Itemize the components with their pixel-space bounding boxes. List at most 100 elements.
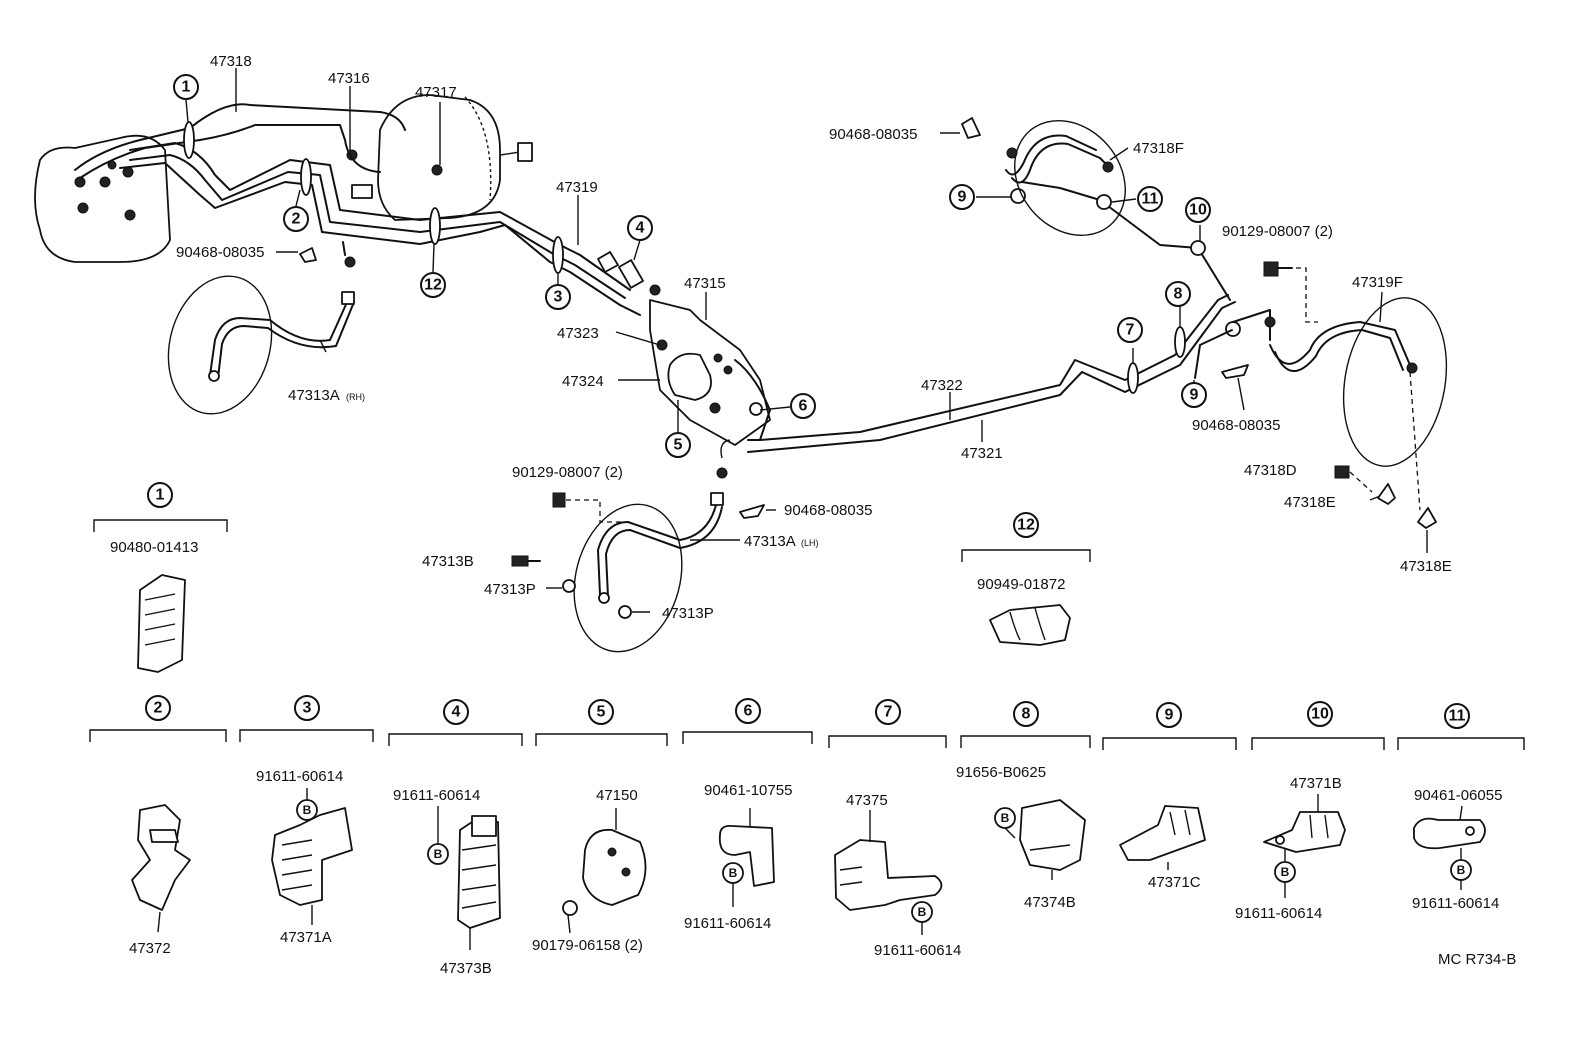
svg-text:1: 1 <box>156 487 165 504</box>
part-labels-groups: 90480-01413 90949-01872 47372 91611-6061… <box>110 539 1502 977</box>
svg-text:8: 8 <box>1022 706 1031 723</box>
label-47319F: 47319F <box>1352 274 1403 291</box>
label-90129-b: 90129-08007 (2) <box>512 464 623 481</box>
callout-10-main: 10 <box>1185 197 1211 223</box>
svg-text:10: 10 <box>1189 202 1207 219</box>
callout-9-main-a: 9 <box>949 184 975 210</box>
callout-3-group: 3 <box>294 695 320 721</box>
svg-text:B: B <box>303 803 312 817</box>
label-47323: 47323 <box>557 325 599 342</box>
label-g2-part: 47372 <box>129 940 171 957</box>
callout-5-group: 5 <box>588 699 614 725</box>
label-g3-bolt: 91611-60614 <box>256 768 343 785</box>
callout-3-main: 3 <box>545 284 571 310</box>
callout-11-main: 11 <box>1137 186 1163 212</box>
svg-text:9: 9 <box>1165 707 1174 724</box>
label-90468-c: 90468-08035 <box>1192 417 1280 434</box>
label-47313P-b: 47313P <box>662 605 714 622</box>
label-g9-part: 47371C <box>1148 874 1201 891</box>
bolt-mark-g8: B <box>994 807 1016 829</box>
rear-brake-lines <box>747 181 1271 453</box>
callout-4-main: 4 <box>627 215 653 241</box>
clamp-47374B-drawing <box>1019 799 1086 871</box>
label-47313A-rh: 47313A <box>288 387 340 404</box>
part-labels-main: 47318 47316 47317 90468-08035 47313A (RH… <box>176 53 1452 622</box>
brake-booster <box>346 94 533 221</box>
bolt-mark-g11: B <box>1450 859 1472 881</box>
svg-text:4: 4 <box>636 220 645 237</box>
label-47317: 47317 <box>415 84 457 101</box>
label-g1-part: 90480-01413 <box>110 539 198 556</box>
svg-text:3: 3 <box>554 289 563 306</box>
callout-1-group: 1 <box>147 482 173 508</box>
label-g7-bolt: 91611-60614 <box>874 942 961 959</box>
clamp-47371A-drawing <box>271 807 353 906</box>
callout-6-main: 6 <box>790 393 816 419</box>
bolt-mark-g10: B <box>1274 861 1296 883</box>
label-47313A-lh-suffix: (LH) <box>801 538 819 548</box>
bracket-47372-drawing <box>131 804 191 911</box>
label-g11-part: 90461-06055 <box>1414 787 1502 804</box>
svg-text:11: 11 <box>1142 191 1159 208</box>
callout-4-group: 4 <box>443 699 469 725</box>
svg-text:B: B <box>918 905 927 919</box>
label-47322: 47322 <box>921 377 963 394</box>
callout-circles: 1 2 12 3 4 5 6 7 8 9 9 10 11 1 12 2 3 4 … <box>145 74 1470 729</box>
bolt-mark-g3: B <box>296 799 318 821</box>
front-brake-lines <box>74 103 644 316</box>
label-g10-bolt: 91611-60614 <box>1235 905 1322 922</box>
callout-9-group: 9 <box>1156 702 1182 728</box>
bolt-mark-g6: B <box>722 862 744 884</box>
clamp-47371C-drawing <box>1119 805 1206 861</box>
clip-90480-01413-drawing <box>137 574 186 673</box>
label-47316: 47316 <box>328 70 370 87</box>
callout-2-group: 2 <box>145 695 171 721</box>
label-47321: 47321 <box>961 445 1003 462</box>
svg-text:B: B <box>1281 865 1290 879</box>
bolt-mark-leaders <box>157 788 1463 950</box>
label-47315: 47315 <box>684 275 726 292</box>
label-47318F: 47318F <box>1133 140 1184 157</box>
front-hose-rh <box>167 247 355 415</box>
svg-text:2: 2 <box>154 700 163 717</box>
leader-lines <box>185 68 1428 613</box>
label-g3-part: 47371A <box>280 929 332 946</box>
clamp-90949-01872-drawing <box>989 604 1071 646</box>
label-47313A-lh: 47313A <box>744 533 796 550</box>
svg-text:10: 10 <box>1311 706 1329 723</box>
callout-7-main: 7 <box>1117 317 1143 343</box>
svg-text:5: 5 <box>597 704 606 721</box>
svg-text:3: 3 <box>303 700 312 717</box>
svg-text:8: 8 <box>1174 286 1183 303</box>
group-brackets <box>89 519 1525 750</box>
svg-text:6: 6 <box>799 398 808 415</box>
label-g6-part: 90461-10755 <box>704 782 792 799</box>
label-g5-bolt: 90179-06158 (2) <box>532 937 643 954</box>
label-47318D: 47318D <box>1244 462 1297 479</box>
callout-5-main: 5 <box>665 432 691 458</box>
callout-2-main: 2 <box>283 206 309 232</box>
clamp-90461-06055-drawing <box>1413 817 1486 850</box>
label-90468-d: 90468-08035 <box>784 502 872 519</box>
callout-11-group: 11 <box>1444 703 1470 729</box>
rear-hose-right <box>1221 261 1448 529</box>
callout-9-main-b: 9 <box>1181 382 1207 408</box>
label-g8-bolt: 91656-B0625 <box>956 764 1046 781</box>
callout-10-group: 10 <box>1307 701 1333 727</box>
label-47313P-a: 47313P <box>484 581 536 598</box>
svg-text:12: 12 <box>1017 517 1035 534</box>
svg-text:5: 5 <box>674 437 683 454</box>
proportioning-valve <box>649 284 771 446</box>
callout-8-group: 8 <box>1013 701 1039 727</box>
label-g6-bolt: 91611-60614 <box>684 915 771 932</box>
callout-7-group: 7 <box>875 699 901 725</box>
master-cylinder-assembly <box>34 134 171 263</box>
clamp-90461-10755-drawing <box>718 825 775 887</box>
label-47318: 47318 <box>210 53 252 70</box>
label-90468-a: 90468-08035 <box>176 244 264 261</box>
label-90468-b: 90468-08035 <box>829 126 917 143</box>
svg-text:2: 2 <box>292 211 301 228</box>
label-g4-bolt: 91611-60614 <box>393 787 480 804</box>
label-47313B: 47313B <box>422 553 474 570</box>
label-g8-part: 47374B <box>1024 894 1076 911</box>
